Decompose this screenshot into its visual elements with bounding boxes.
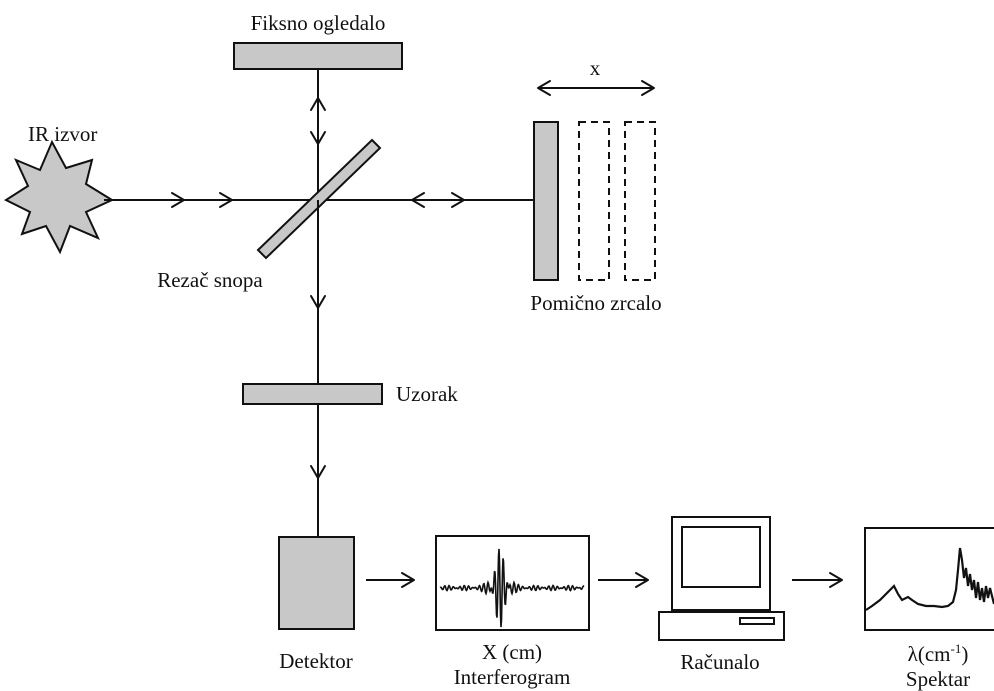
spectrum-label: Spektar: [906, 667, 970, 691]
sample: [242, 383, 383, 405]
moving-mirror-label: Pomično zrcalo: [530, 291, 661, 315]
spectrum-axis-exponent: -1: [951, 641, 962, 656]
detector: [278, 536, 355, 630]
starburst-icon: [3, 139, 115, 255]
displacement-arrow-right-head: [641, 80, 655, 96]
interferogram-trace: [439, 548, 585, 628]
arrow-down-upper: [310, 131, 326, 145]
spectrum-axis-label: λ(cm-1): [908, 641, 969, 666]
beam-splitter: [256, 138, 382, 260]
arrow-right-4: [451, 192, 465, 208]
arrow-down-2: [310, 295, 326, 309]
arrow-to-interferogram-head: [401, 572, 415, 588]
detector-label: Detektor: [279, 649, 352, 673]
interferogram-axis-label: X (cm): [482, 640, 542, 664]
computer-label: Računalo: [680, 650, 759, 674]
computer-base: [658, 611, 785, 641]
beam-splitter-label: Rezač snopa: [157, 268, 263, 292]
monitor-screen: [681, 526, 761, 588]
computer-icon: [658, 516, 785, 641]
fixed-mirror: [233, 42, 403, 70]
fixed-mirror-label: Fiksno ogledalo: [251, 11, 386, 35]
arrow-left-3: [411, 192, 425, 208]
disk-slot: [739, 617, 775, 625]
moving-mirror-ghost-2: [624, 121, 656, 281]
spectrum-axis-close: ): [961, 642, 968, 666]
ir-source-label: IR izvor: [28, 122, 97, 146]
arrow-up: [310, 97, 326, 111]
moving-mirror: [533, 121, 559, 281]
arrow-right-1: [171, 192, 185, 208]
displacement-label: x: [590, 56, 601, 80]
interferogram-panel: [435, 535, 590, 631]
spectrum-panel: [864, 527, 994, 631]
interferogram-label: Interferogram: [454, 665, 571, 689]
arrow-right-2: [219, 192, 233, 208]
arrow-to-computer-head: [635, 572, 649, 588]
sample-label: Uzorak: [396, 382, 458, 406]
moving-mirror-ghost-1: [578, 121, 610, 281]
arrow-down-3: [310, 465, 326, 479]
spectrum-trace: [865, 547, 994, 611]
spectrum-axis-base: λ(cm: [908, 642, 951, 666]
displacement-arrow-left-head: [537, 80, 551, 96]
arrow-to-spectrum-head: [829, 572, 843, 588]
